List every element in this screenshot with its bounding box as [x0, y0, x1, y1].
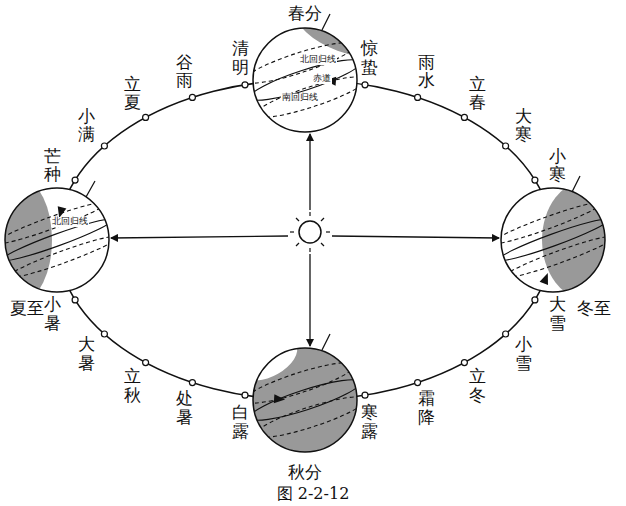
term-dot [72, 297, 78, 303]
solar-term: 立夏 [124, 75, 141, 112]
solar-term: 立秋 [124, 368, 141, 405]
orbit-arrowheads [58, 77, 548, 404]
term-dot [143, 114, 149, 120]
term-dot [362, 392, 368, 398]
solar-term: 小寒 [549, 147, 566, 184]
solar-term: 立春 [469, 75, 486, 112]
latitude-label: 北回归线 [299, 55, 337, 65]
solar-term: 芒种 [44, 147, 61, 184]
solar-term: 小满 [78, 107, 95, 144]
solar-term: 立冬 [469, 368, 486, 405]
solar-term: 惊蛰 [361, 39, 378, 76]
sunlight-arrows [111, 134, 499, 346]
solar-term: 谷雨 [176, 53, 193, 90]
season-term: 冬至 [577, 299, 611, 318]
season-term: 夏至 [10, 299, 44, 318]
term-dot [415, 94, 421, 100]
solar-term: 白露 [232, 403, 249, 440]
term-dot [415, 380, 421, 386]
earth-globe [236, 331, 370, 460]
term-dot [143, 360, 149, 366]
solar-term: 大寒 [515, 107, 532, 144]
term-dot [362, 82, 368, 88]
orbit-arrowhead [274, 394, 285, 403]
earth-globe [241, 0, 399, 140]
solar-term: 大暑 [78, 336, 95, 373]
sun [290, 212, 330, 252]
term-dot [503, 331, 509, 337]
term-dot [242, 392, 248, 398]
season-term: 春分 [288, 4, 322, 23]
solar-term: 小雪 [515, 336, 532, 373]
latitude-label: 北回归线 [51, 217, 89, 227]
term-dot [461, 114, 467, 120]
term-dot [242, 82, 248, 88]
orbit-arrowhead [540, 273, 548, 285]
solar-term: 寒露 [361, 403, 378, 440]
latitude-label: 南回归线 [281, 93, 319, 103]
figure-caption: 图 2-2-12 [277, 485, 350, 503]
term-dot [72, 177, 78, 183]
solar-term: 处暑 [176, 390, 193, 427]
solar-term: 大雪 [549, 296, 566, 333]
earth-globe [490, 176, 626, 300]
term-dot [101, 143, 107, 149]
term-dot [101, 331, 107, 337]
term-dot [532, 297, 538, 303]
solar-term: 清明 [232, 39, 249, 76]
solar-term: 雨水 [418, 53, 435, 90]
term-dot [503, 143, 509, 149]
solar-term: 小暑 [44, 296, 61, 333]
season-term: 秋分 [288, 463, 322, 482]
solar-term: 霜降 [418, 390, 435, 427]
term-dot [189, 380, 195, 386]
term-dot [532, 177, 538, 183]
earth-globe [0, 180, 130, 300]
term-dot [461, 360, 467, 366]
latitude-label: 赤道 [312, 74, 332, 84]
term-dot [189, 94, 195, 100]
